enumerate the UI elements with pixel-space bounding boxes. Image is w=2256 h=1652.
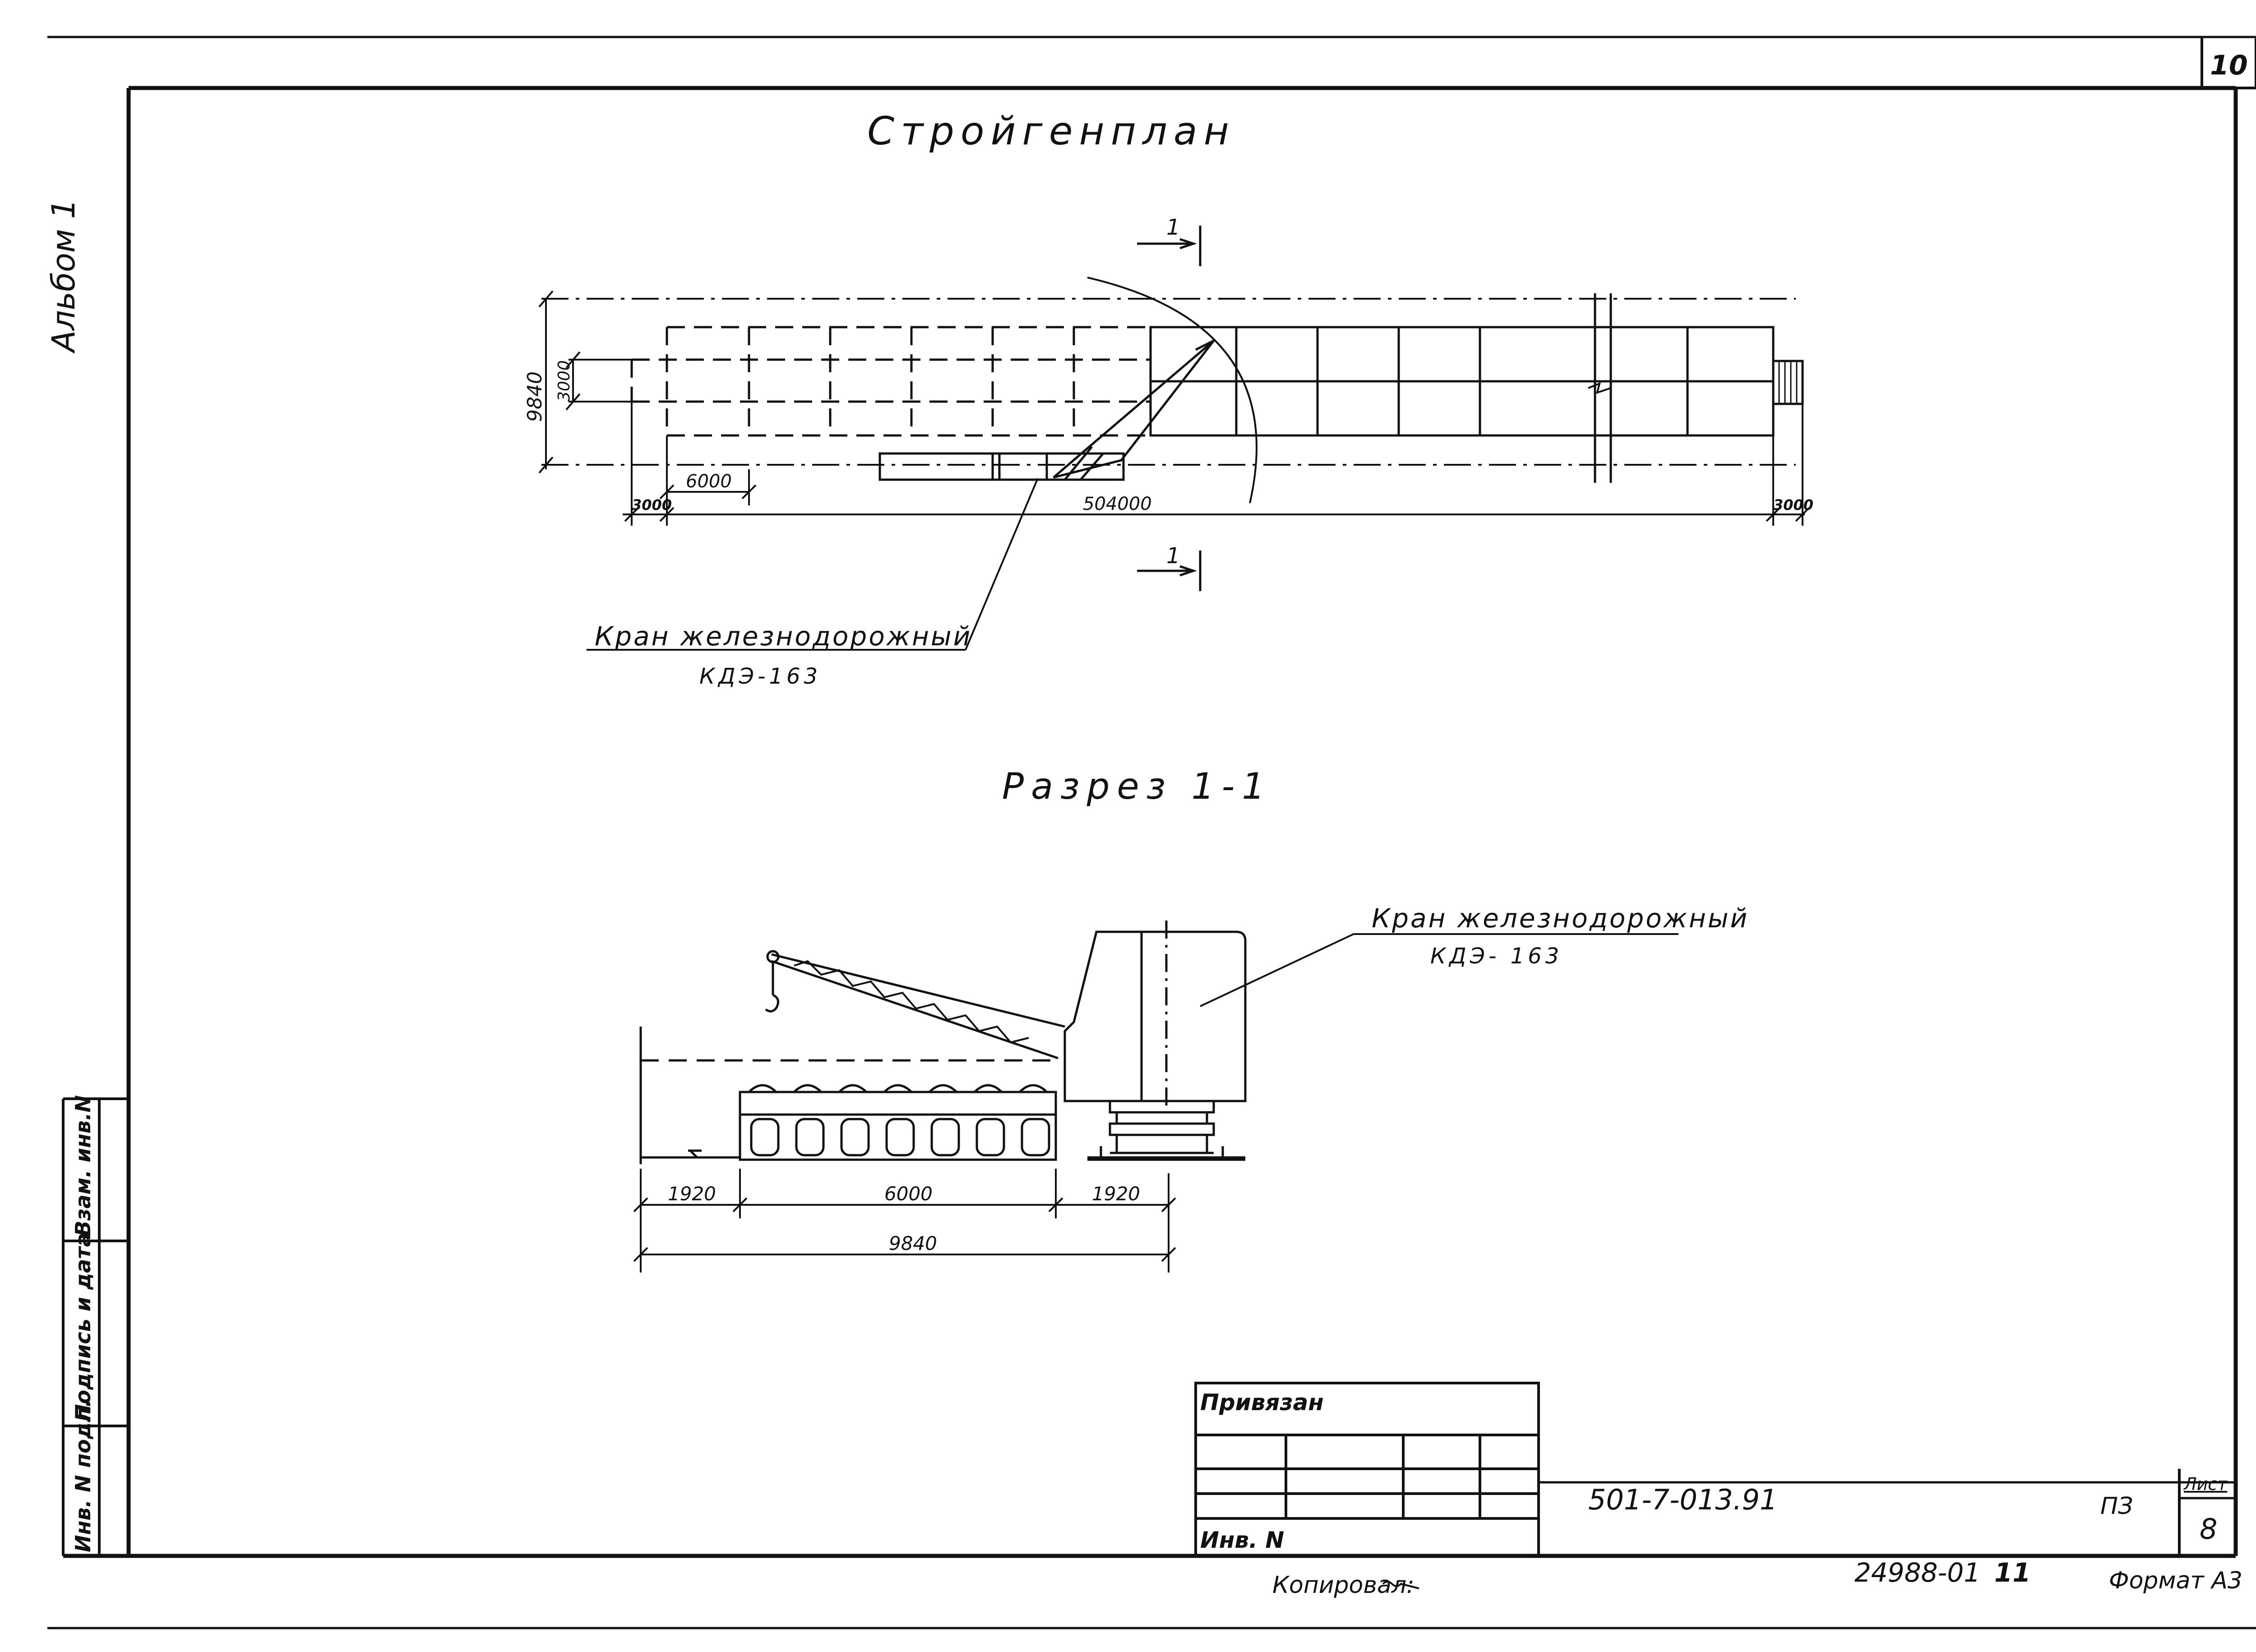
plan-crane	[878, 339, 1215, 481]
plan-crane-swing-arc	[1087, 277, 1257, 504]
copied-by-signature	[1382, 1581, 1419, 1589]
sheet-label: Лист	[2183, 1474, 2228, 1494]
page-number: 10	[2210, 50, 2248, 81]
title-block-inv-no: Инв. N	[1200, 1527, 1284, 1553]
stamp-replaced-inv: Взам. инв.N	[71, 1095, 95, 1236]
section-dim-middle: 6000	[884, 1183, 933, 1205]
plan-dim-end-right: 3000	[1773, 496, 1813, 514]
section-crane	[1063, 921, 1247, 1160]
section-crane-model: КДЭ- 163	[1430, 944, 1563, 969]
sheet-number: 8	[2200, 1513, 2217, 1546]
plan-dim-width-total: 9840	[523, 371, 546, 422]
section-crane-label: Кран железнодорожный	[1372, 903, 1749, 934]
section-panels	[739, 1084, 1057, 1161]
plan-crane-model: КДЭ-163	[699, 664, 821, 689]
plan-drawing	[538, 226, 1810, 651]
plan-title: Стройгенплан	[867, 109, 1235, 154]
section-cut-top	[1137, 226, 1202, 266]
section-code: ПЗ	[2100, 1493, 2133, 1520]
plan-dim-bay: 6000	[686, 471, 732, 492]
album-label: Альбом 1	[45, 199, 82, 354]
section-dim-total: 9840	[889, 1232, 937, 1254]
plan-dim-length-total: 504000	[1083, 494, 1152, 514]
plan-dim-panel: 3000	[555, 360, 573, 402]
section-cut-bottom	[1137, 551, 1202, 591]
section-cut-bottom-label: 1	[1166, 543, 1180, 569]
plan-dim-end-left: 3000	[632, 496, 672, 514]
copied-by-label: Копировал:	[1272, 1572, 1415, 1599]
section-cut-top-label: 1	[1166, 215, 1180, 240]
title-block	[1194, 1382, 2236, 1557]
section-crane-boom	[765, 950, 1065, 1060]
stamp-inv-original: Инв. N подл.	[71, 1399, 95, 1552]
inventory-code: 24988-01	[1854, 1557, 1980, 1588]
section-title: Разрез 1-1	[1002, 765, 1272, 807]
title-block-bound: Привязан	[1200, 1389, 1324, 1416]
section-dim-left: 1920	[668, 1183, 716, 1205]
section-dim-right: 1920	[1092, 1183, 1140, 1205]
stamp-signature-date: Подпись и дата	[71, 1233, 95, 1421]
format-label: Формат А3	[2109, 1567, 2242, 1594]
document-code: 501-7-013.91	[1588, 1483, 1777, 1516]
plan-crane-label: Кран железнодорожный	[595, 621, 972, 652]
section-drawing	[633, 921, 1678, 1273]
sheet-frame	[47, 36, 2256, 1629]
inventory-sheet: 11	[1994, 1557, 2031, 1588]
